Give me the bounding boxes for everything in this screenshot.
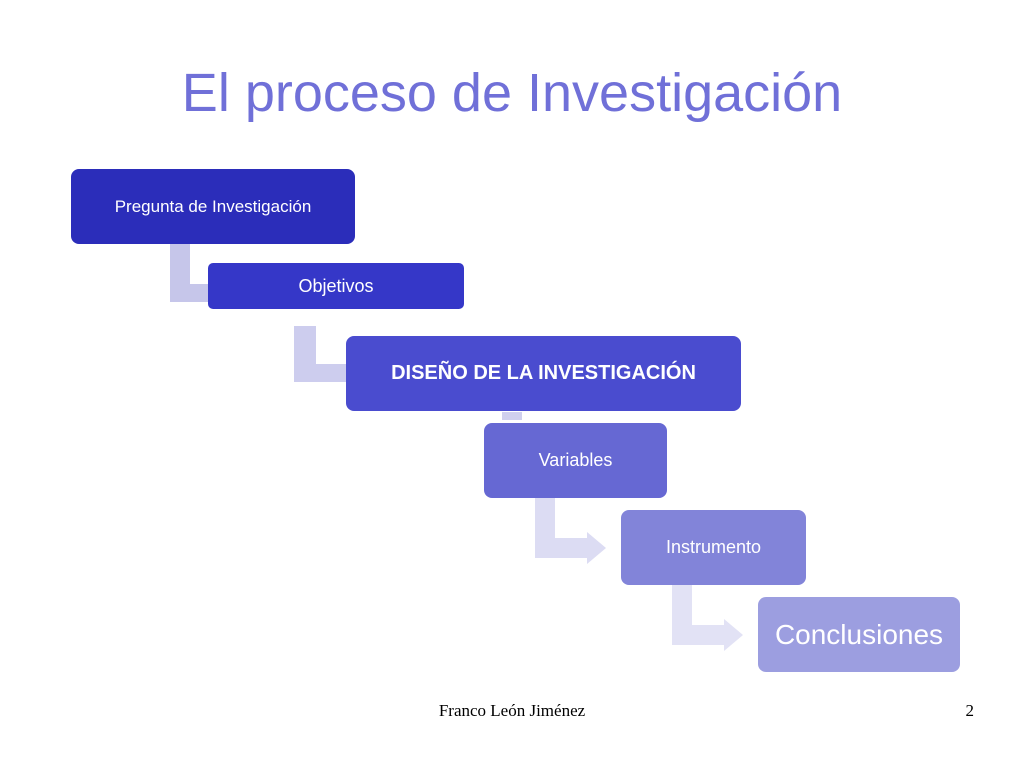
step-diseno-de-la-investigacion: DISEÑO DE LA INVESTIGACIÓN	[346, 336, 741, 411]
footer-author: Franco León Jiménez	[438, 701, 586, 720]
connector-arrow-1	[170, 244, 208, 302]
step-pregunta-de-investigacion: Pregunta de Investigación	[71, 169, 355, 244]
step-instrumento: Instrumento	[621, 510, 806, 585]
connector-arrow-2	[294, 326, 346, 382]
page-number: 2	[965, 701, 975, 720]
step-objetivos: Objetivos	[208, 263, 464, 309]
step-variables: Variables	[484, 423, 667, 498]
connector-arrow-4	[535, 498, 606, 564]
connector-arrow-5	[672, 585, 743, 651]
connector-arrow-3	[502, 412, 522, 420]
slide-title: El proceso de Investigación	[181, 63, 843, 123]
step-conclusiones: Conclusiones	[758, 597, 960, 672]
